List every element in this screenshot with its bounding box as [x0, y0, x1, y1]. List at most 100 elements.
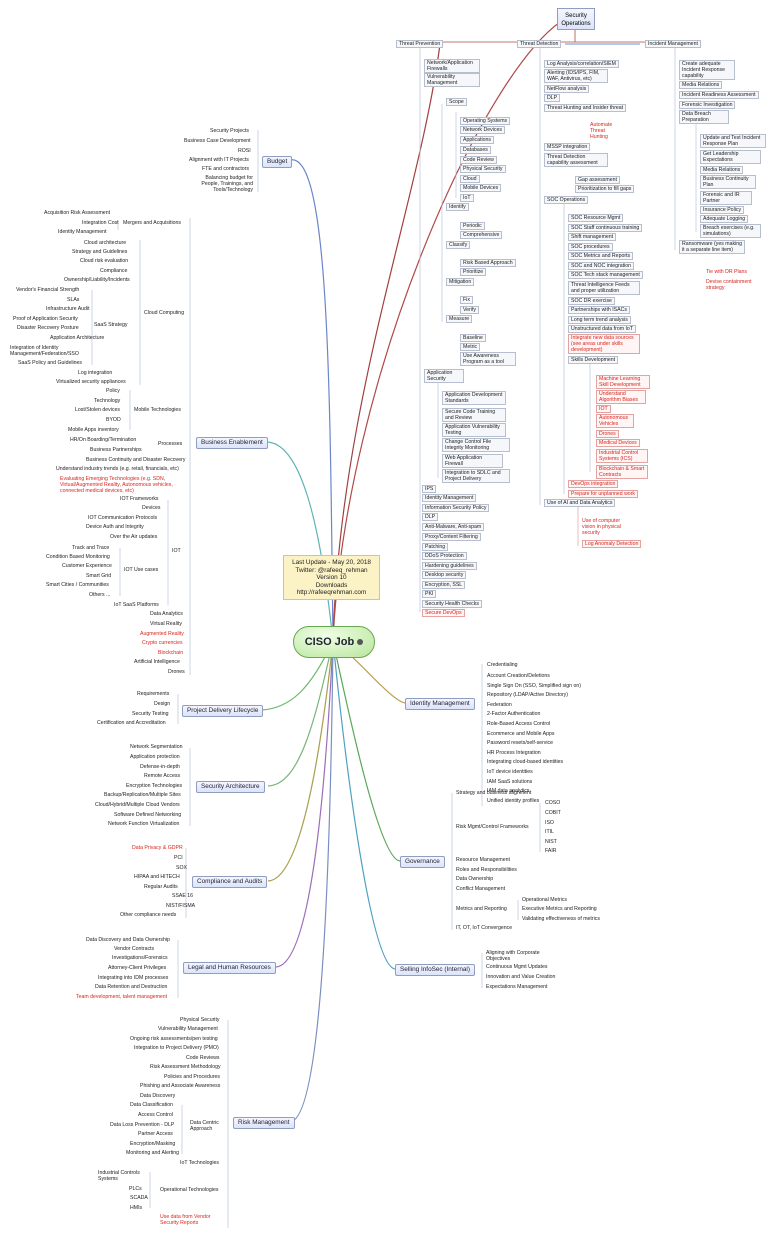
threat-detection-item[interactable]: IOT	[596, 405, 611, 413]
identity-item[interactable]: IAM SaaS solutions	[487, 778, 533, 785]
project-delivery-item[interactable]: Security Testing	[132, 711, 169, 717]
threat-prevention-item[interactable]: Prioritize	[460, 268, 487, 276]
threat-prevention-item[interactable]: Security Health Checks	[422, 600, 482, 608]
governance-item[interactable]: Strategy and business alignment	[456, 790, 532, 796]
incident-management-item[interactable]: Media Relations	[700, 166, 744, 174]
incident-management-item[interactable]: Get Leadership Expectations	[700, 150, 761, 164]
business-enablement-item[interactable]: Compliance	[100, 268, 128, 274]
compliance-item[interactable]: NIST/FISMA	[166, 903, 196, 909]
threat-detection-item[interactable]: SOC procedures	[568, 243, 613, 251]
root-node[interactable]: CISO Job	[293, 626, 375, 658]
incident-management-item[interactable]: Incident Readiness Assessment	[679, 91, 759, 99]
threat-prevention-node[interactable]: Threat Prevention	[396, 40, 444, 48]
threat-detection-item[interactable]: MSSP integration	[544, 143, 591, 151]
incident-management-item[interactable]: Insurance Policy	[700, 206, 745, 214]
security-architecture-item[interactable]: Cloud/Hybrid/Multiple Cloud Vendors	[95, 802, 180, 808]
threat-prevention-item[interactable]: Network Devices	[460, 126, 505, 134]
threat-prevention-item[interactable]: Periodic	[460, 222, 485, 230]
risk-management-item[interactable]: Use data from Vendor Security Reports	[160, 1214, 211, 1226]
governance-branch[interactable]: Governance	[400, 856, 445, 868]
business-enablement-item[interactable]: Smart Cities / Communities	[46, 582, 109, 588]
threat-prevention-item[interactable]: Mobile Devices	[460, 184, 502, 192]
risk-management-item[interactable]: Access Control	[138, 1112, 173, 1118]
threat-prevention-item[interactable]: DDoS Protection	[422, 552, 467, 560]
governance-item[interactable]: Metrics and Reporting	[456, 906, 507, 912]
identity-item[interactable]: Unified identity profiles	[487, 797, 540, 804]
business-enablement-item[interactable]: Customer Experience	[62, 563, 112, 569]
threat-prevention-item[interactable]: Mitigation	[446, 278, 475, 286]
threat-prevention-item[interactable]: Applications	[460, 136, 494, 144]
business-enablement-item[interactable]: SaaS Policy and Guidelines	[18, 360, 83, 366]
business-enablement-branch[interactable]: Business Enablement	[196, 437, 268, 449]
selling-branch[interactable]: Selling InfoSec (Internal)	[395, 964, 475, 976]
legal-hr-item[interactable]: Attorney-Client Privileges	[108, 965, 167, 971]
legal-hr-item[interactable]: Investigations/Forensics	[112, 955, 168, 961]
legal-hr-item[interactable]: Vendor Contracts	[114, 946, 155, 952]
incident-management-item[interactable]: Create adequate Incident Response capabi…	[679, 60, 735, 80]
compliance-branch[interactable]: Compliance and Audits	[192, 876, 268, 888]
incident-management-node[interactable]: Incident Management	[645, 40, 701, 48]
threat-prevention-item[interactable]: Integration to SDLC and Project Delivery	[442, 469, 510, 483]
threat-detection-item[interactable]: SOC Resource Mgmt	[568, 214, 624, 222]
business-enablement-item[interactable]: Technology	[94, 398, 121, 404]
budget-item[interactable]: Balancing budget for People, Trainings, …	[201, 175, 253, 193]
threat-detection-item[interactable]: Use of AI and Data Analytics	[544, 499, 616, 507]
risk-management-item[interactable]: Phishing and Associate Awareness	[140, 1083, 221, 1089]
business-enablement-item[interactable]: Virtual Reality	[150, 621, 182, 627]
budget-branch[interactable]: Budget	[262, 156, 293, 168]
threat-prevention-item[interactable]: Baseline	[460, 334, 486, 342]
business-enablement-item[interactable]: Virtualized security appliances	[56, 379, 126, 385]
threat-prevention-item[interactable]: Physical Security	[460, 165, 506, 173]
threat-detection-item[interactable]: Threat Hunting and Insider threat	[544, 104, 627, 112]
threat-prevention-item[interactable]: Application Vulnerability Testing	[442, 423, 506, 437]
governance-item[interactable]: Resource Management	[456, 857, 510, 863]
budget-item[interactable]: Security Projects	[210, 128, 249, 134]
selling-item[interactable]: Continuous Mgmt Updates	[486, 964, 548, 970]
risk-management-item[interactable]: Integration to Project Delivery (PMO)	[134, 1045, 219, 1051]
security-architecture-item[interactable]: Defense-in-depth	[140, 764, 180, 770]
risk-management-item[interactable]: HMIs	[130, 1205, 143, 1211]
governance-item[interactable]: COBIT	[545, 810, 561, 816]
business-enablement-item[interactable]: Device Auth and Integrity	[86, 524, 144, 530]
business-enablement-item[interactable]: Vendor's Financial Strength	[16, 287, 80, 293]
threat-prevention-item[interactable]: Use Awareness Program as a tool	[460, 352, 516, 366]
threat-detection-item[interactable]: Integrate new data sources (see areas un…	[568, 334, 640, 354]
threat-prevention-item[interactable]: Cloud	[460, 175, 480, 183]
security-architecture-item[interactable]: Application protection	[130, 754, 180, 760]
business-enablement-item[interactable]: IOT Use cases	[124, 567, 159, 573]
risk-management-item[interactable]: Ongoing risk assessments/pen testing	[130, 1036, 218, 1042]
business-enablement-item[interactable]: Condition Based Monitoring	[46, 554, 110, 560]
business-enablement-item[interactable]: Understand industry trends (e.g. retail,…	[56, 466, 179, 472]
legal-hr-item[interactable]: Team development, talent management	[76, 994, 168, 1000]
threat-prevention-item[interactable]: Databases	[460, 146, 491, 154]
threat-prevention-item[interactable]: IPS	[422, 485, 437, 493]
business-enablement-item[interactable]: Over the Air updates	[110, 534, 158, 540]
incident-management-item[interactable]: Forensic Investigation	[679, 101, 736, 109]
security-architecture-branch[interactable]: Security Architecture	[196, 781, 265, 793]
identity-item[interactable]: Account Creation/Deletions	[487, 673, 550, 679]
threat-detection-item[interactable]: DevOps integration	[568, 480, 619, 488]
legal-hr-item[interactable]: Data Retention and Destruction	[95, 984, 168, 990]
risk-management-item[interactable]: Encryption/Masking	[130, 1141, 176, 1147]
risk-management-item[interactable]: Monitoring and Alerting	[126, 1150, 180, 1156]
threat-prevention-item[interactable]: Change Control File Integrity Monitoring	[442, 438, 510, 452]
threat-prevention-item[interactable]: IoT	[460, 194, 474, 202]
security-architecture-item[interactable]: Software Defined Networking	[114, 812, 182, 818]
incident-management-item[interactable]: Media Relations	[679, 81, 723, 89]
business-enablement-item[interactable]: Policy	[106, 388, 120, 394]
business-enablement-item[interactable]: Mobile Technologies	[134, 407, 181, 413]
governance-item[interactable]: NIST	[545, 839, 557, 845]
threat-prevention-item[interactable]: Measure	[446, 315, 473, 323]
business-enablement-item[interactable]: IoT SaaS Platforms	[114, 602, 159, 608]
threat-prevention-item[interactable]: Secure DevOps	[422, 609, 465, 617]
governance-item[interactable]: IT, OT, IoT Convergence	[456, 925, 513, 931]
threat-detection-item[interactable]: Automate Threat Hunting	[590, 122, 613, 140]
threat-detection-item[interactable]: SOC Staff continuous training	[568, 224, 643, 232]
threat-detection-item[interactable]: SOC and NOC integration	[568, 262, 634, 270]
identity-item[interactable]: IoT device identities	[487, 769, 533, 775]
governance-item[interactable]: COSO	[545, 800, 561, 806]
threat-prevention-item[interactable]: Classify	[446, 241, 471, 249]
risk-management-item[interactable]: Data Centric Approach	[190, 1120, 219, 1132]
threat-prevention-item[interactable]: Patching	[422, 543, 449, 551]
incident-management-item[interactable]: Ransomware (yes making it a separate lin…	[679, 240, 745, 254]
